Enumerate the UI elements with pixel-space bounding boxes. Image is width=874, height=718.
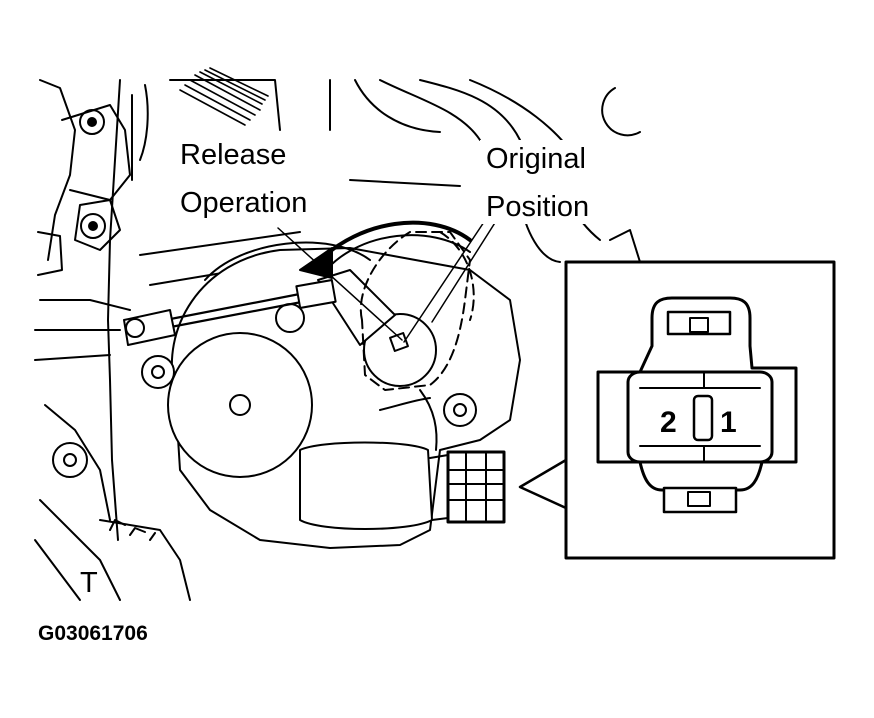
pin-1-label: 1 [720, 406, 737, 439]
leader-lines [277, 215, 499, 343]
actuator-connector [299, 441, 506, 530]
release-label-line1: Release [180, 139, 286, 171]
original-label-line2: Position [486, 191, 589, 223]
figure-code: G03061706 [38, 622, 148, 645]
corner-t-label: T [80, 567, 98, 599]
pin-2-label: 2 [660, 406, 677, 439]
text-labels: Release Operation Original Position 2 1 … [38, 136, 737, 645]
actuator-body [123, 231, 521, 549]
release-label-line2: Operation [180, 187, 307, 219]
connector-inset [518, 260, 836, 560]
background-linework [34, 67, 641, 601]
original-label-line1: Original [486, 143, 586, 175]
